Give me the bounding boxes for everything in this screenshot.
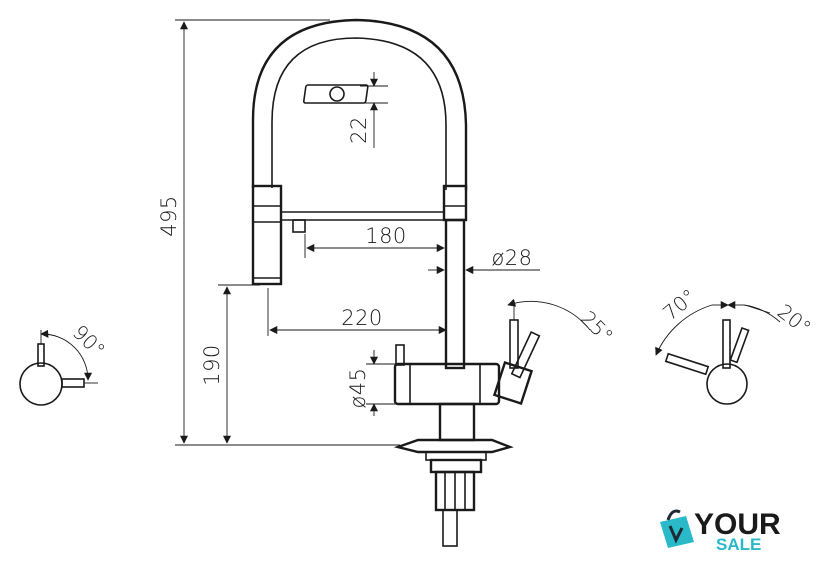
angle-arc-70	[655, 304, 713, 356]
stem	[438, 402, 476, 442]
gooseneck-inner	[271, 37, 447, 190]
spray-head-detail: 22	[302, 72, 388, 148]
yoursale-logo: YOUR SALE	[660, 508, 781, 554]
lever-cartridge	[492, 360, 534, 406]
faucet-main	[251, 18, 541, 547]
logo-bag-icon	[660, 516, 694, 548]
handle-circle-left	[19, 362, 63, 406]
dim-22: 22	[347, 116, 371, 144]
dim-d28: ø28	[491, 246, 532, 270]
deck-plate	[393, 438, 514, 454]
side-knob	[395, 344, 405, 366]
dim-190: 190	[200, 344, 224, 386]
angle-label-70: 70°	[658, 284, 701, 325]
angle-label-90: 90°	[68, 320, 110, 362]
magnet-clip	[292, 219, 306, 233]
gooseneck-outer	[251, 18, 468, 190]
column-body	[444, 218, 466, 370]
lever-right-20	[729, 326, 750, 364]
dimension-lines: 495 180 ø28 220 190 ø45 25°	[157, 19, 618, 446]
angle-label-25: 25°	[576, 306, 618, 348]
dim-180: 180	[365, 224, 407, 248]
aerator	[329, 86, 345, 102]
nozzle-face	[302, 84, 369, 104]
main-lever-tilted	[510, 330, 541, 379]
dim-495: 495	[157, 195, 181, 237]
logo-word-sale: SALE	[716, 535, 761, 554]
side-view-left: 90°	[19, 320, 110, 406]
logo-word-your: YOUR	[694, 508, 781, 541]
dim-220: 220	[341, 306, 383, 330]
spray-head	[251, 184, 283, 286]
handle-circle-right	[706, 363, 748, 405]
main-lever	[509, 319, 519, 369]
angle-arc-90	[40, 329, 93, 381]
lever-right-70	[664, 352, 710, 376]
braided-hose	[442, 509, 458, 547]
top-view-right: 70° 20°	[655, 284, 816, 405]
dim-d45: ø45	[346, 367, 370, 408]
lever-right-vertical	[722, 319, 731, 369]
column-top	[442, 184, 468, 222]
angle-arc-20	[743, 304, 781, 323]
lever-left-horizontal	[61, 378, 85, 388]
angle-label-20: 20°	[773, 299, 816, 340]
